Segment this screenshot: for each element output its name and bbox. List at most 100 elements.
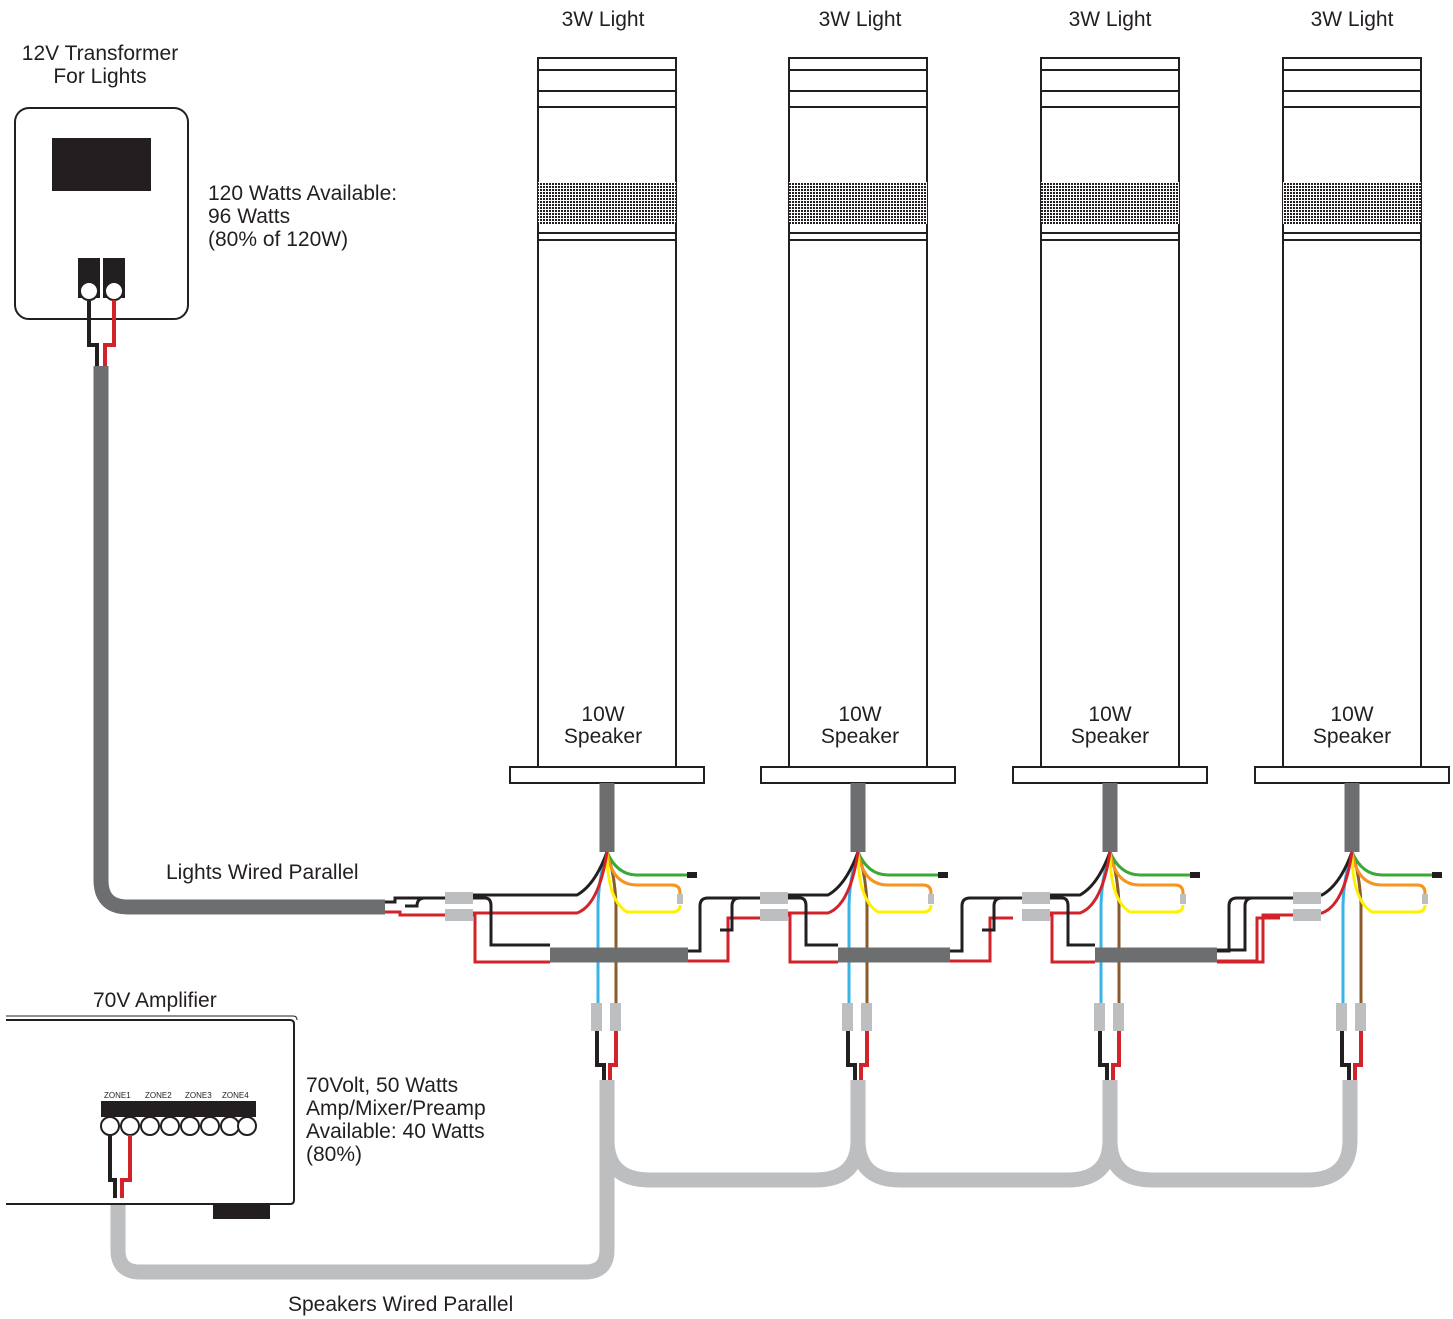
speaker-black-lead — [846, 1031, 857, 1080]
speaker-connector — [591, 1003, 602, 1031]
speaker-red-lead — [859, 1031, 869, 1080]
light-base — [1254, 766, 1450, 784]
green-lead — [605, 851, 687, 877]
zone-label-2: ZONE2 — [145, 1091, 172, 1100]
amplifier-title: 70V Amplifier — [93, 989, 217, 1012]
light-red-lead — [463, 851, 609, 915]
green-lead — [856, 851, 938, 877]
transformer-watts-line2: 96 Watts — [208, 205, 291, 228]
light-red-jumper — [473, 913, 550, 964]
amplifier-edge — [6, 1015, 298, 1021]
speaker-label-4-line1: 10W — [1330, 703, 1374, 726]
light-black-jumper — [720, 896, 760, 932]
light-base — [509, 766, 705, 784]
light-connector — [445, 909, 473, 921]
speaker-main-cable — [110, 1080, 615, 1280]
light-grille — [789, 182, 927, 224]
light-connector — [1022, 909, 1050, 921]
amplifier-terminals — [100, 1101, 257, 1136]
speaker-black-lead — [1340, 1031, 1351, 1080]
amplifier-foot — [213, 1204, 270, 1219]
speaker-label-4: 10W Speaker — [1302, 704, 1402, 748]
light-unit — [982, 57, 1280, 1080]
light-base — [760, 766, 956, 784]
amplifier-terminal-strip — [101, 1101, 256, 1117]
light-black-jumper — [688, 896, 760, 953]
green-lead-cap — [1190, 872, 1200, 878]
speaker-black-lead — [1098, 1031, 1109, 1080]
amplifier-spec-line3: Available: 40 Watts — [306, 1120, 485, 1143]
light-column-body — [788, 57, 928, 769]
speaker-loop-cable — [599, 1139, 866, 1188]
speaker-loop-cable — [1102, 1080, 1358, 1188]
speaker-connector — [842, 1003, 853, 1031]
amplifier-spec-line4: (80%) — [306, 1143, 363, 1166]
transformer-watts-note: 120 Watts Available: 96 Watts (80% of 12… — [208, 182, 397, 251]
speaker-label-1-line1: 10W — [581, 703, 625, 726]
green-lead-cap — [687, 872, 697, 878]
light-connector — [760, 909, 788, 921]
zone-label-3: ZONE3 — [185, 1091, 212, 1100]
light-red-jumper — [688, 916, 760, 963]
orange-lead — [1350, 851, 1427, 897]
speaker-loop-cable — [850, 1080, 1118, 1188]
speaker-connector — [1336, 1003, 1347, 1031]
amplifier-terminal — [140, 1116, 160, 1136]
light-label-4: 3W Light — [1310, 8, 1394, 31]
transformer-terminal-negative — [79, 281, 99, 301]
orange-lead — [856, 851, 933, 897]
amplifier-spec-line1: 70Volt, 50 Watts — [306, 1074, 459, 1097]
light-connector — [1022, 892, 1050, 904]
speaker-connector — [1094, 1003, 1105, 1031]
light-base — [1012, 766, 1208, 784]
light-units — [385, 57, 1450, 1080]
light-black-jumper — [1217, 896, 1293, 952]
orange-lead-cap — [928, 894, 934, 904]
transformer-title-line2: For Lights — [53, 65, 147, 88]
light-column-body — [537, 57, 677, 769]
light-unit — [405, 57, 760, 1080]
transformer-title-line1: 12V Transformer — [21, 42, 179, 65]
zone-label-1: ZONE1 — [104, 1091, 131, 1100]
transformer-title: 12V Transformer For Lights — [0, 42, 200, 88]
light-red-jumper — [950, 916, 1013, 963]
orange-lead — [1108, 851, 1185, 897]
transformer-terminal-positive — [104, 281, 124, 301]
light-connector — [1293, 892, 1321, 904]
light-connector — [445, 892, 473, 904]
light-red-jumper — [1217, 916, 1280, 963]
speaker-connector — [1355, 1003, 1366, 1031]
light-grille — [1283, 182, 1421, 224]
orange-lead-cap — [677, 894, 683, 904]
speaker-connector — [1113, 1003, 1124, 1031]
light-grille — [1041, 182, 1179, 224]
light-label-2: 3W Light — [818, 8, 902, 31]
yellow-lead — [1350, 851, 1427, 914]
amplifier-terminal — [220, 1116, 240, 1136]
speaker-red-lead — [608, 1031, 618, 1080]
amplifier-terminal — [160, 1116, 180, 1136]
speaker-label-3-line1: 10W — [1088, 703, 1132, 726]
light-red-lead — [1040, 851, 1112, 915]
light-black-jumper — [473, 896, 550, 947]
yellow-lead — [605, 851, 682, 914]
speaker-label-1-line2: Speaker — [563, 725, 643, 748]
amplifier-terminal — [237, 1116, 257, 1136]
speaker-label-2: 10W Speaker — [810, 704, 910, 748]
yellow-lead — [856, 851, 933, 914]
green-lead — [1350, 851, 1432, 877]
amplifier-spec-line2: Amp/Mixer/Preamp — [306, 1097, 486, 1120]
amplifier-terminal — [100, 1116, 120, 1136]
transformer-red-lead — [103, 300, 116, 368]
light-black-jumper — [1050, 896, 1095, 947]
orange-lead-cap — [1422, 894, 1428, 904]
speakers-wiring-label: Speakers Wired Parallel — [288, 1293, 514, 1316]
orange-lead-cap — [1180, 894, 1186, 904]
speaker-label-3: 10W Speaker — [1060, 704, 1160, 748]
transformer-display — [52, 138, 151, 191]
amplifier-black-lead — [108, 1135, 117, 1198]
light-black-jumper — [1217, 896, 1280, 953]
light-unit — [1217, 57, 1450, 1080]
speaker-label-1: 10W Speaker — [553, 704, 653, 748]
light-black-jumper — [788, 896, 838, 947]
